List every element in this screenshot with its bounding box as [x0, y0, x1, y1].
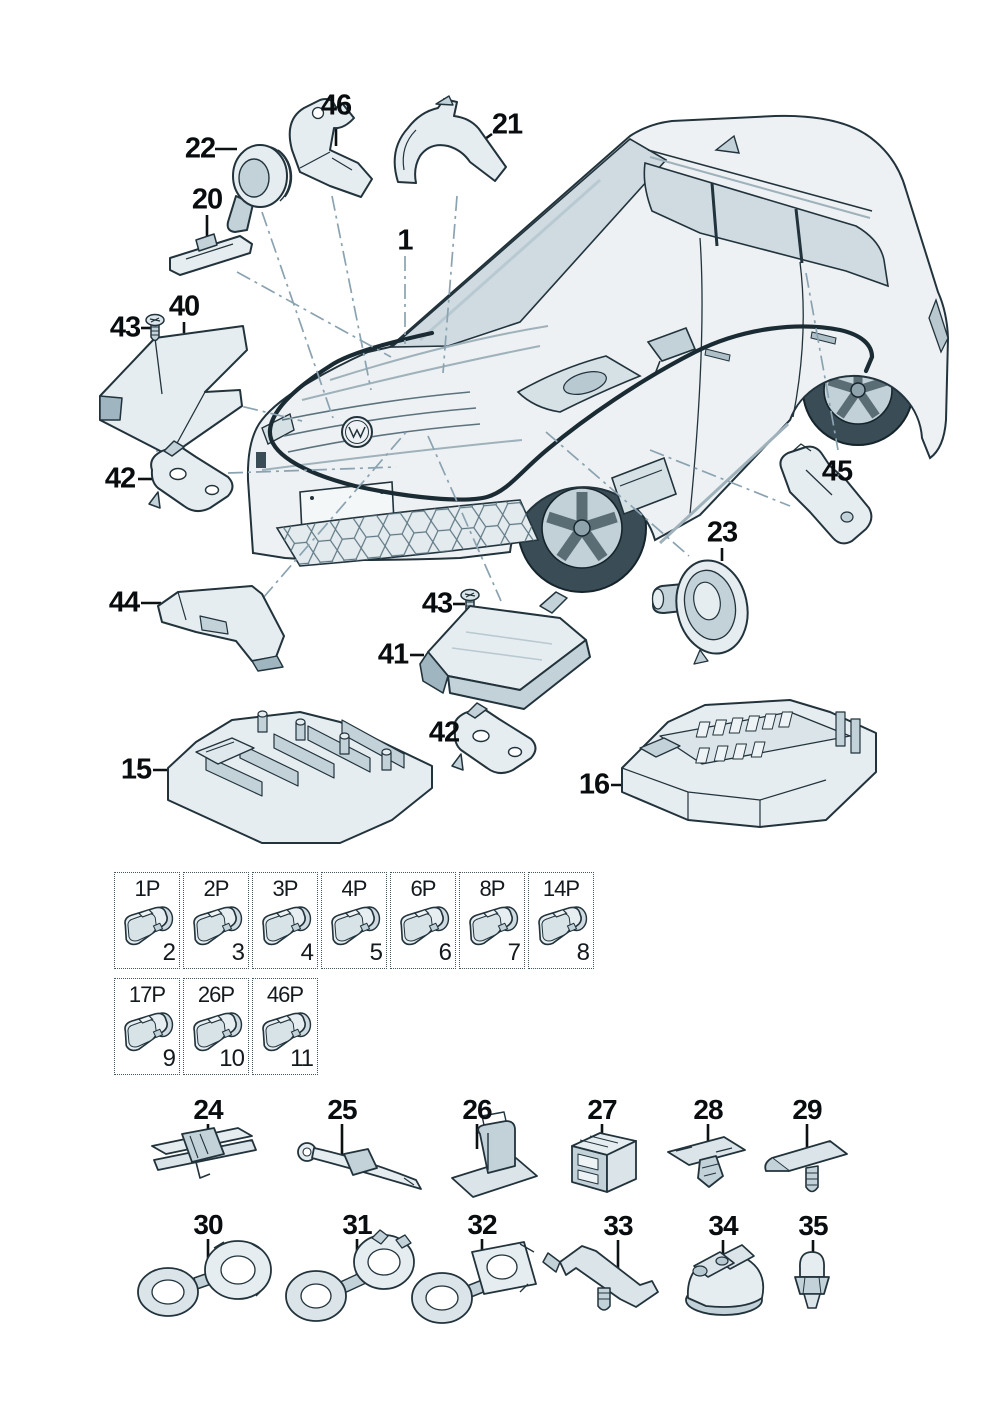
roof-antenna [714, 134, 740, 154]
callout-29[interactable]: 29 [792, 1094, 822, 1125]
part-30-retainer [137, 1240, 272, 1317]
callout-35[interactable]: 35 [798, 1210, 828, 1241]
part-42-bracket [148, 440, 234, 513]
front-wheel [517, 463, 647, 593]
item-number: 6 [438, 939, 452, 966]
part-46-bracket [288, 98, 373, 198]
car-illustration [246, 114, 950, 593]
callout-41[interactable]: 41 [377, 638, 409, 671]
pin-count-label: 17P [128, 982, 166, 1007]
part-32-retainer [411, 1241, 537, 1324]
connector-cell-4p[interactable]: 4P 5 [321, 872, 387, 969]
callout-31[interactable]: 31 [342, 1209, 372, 1240]
item-number: 7 [507, 939, 521, 966]
pin-count-label: 4P [341, 876, 368, 901]
callout-33[interactable]: 33 [603, 1210, 633, 1241]
connector-cell-1p[interactable]: 1P 2 [114, 872, 180, 969]
item-number: 3 [231, 939, 245, 966]
part-23-grommet [651, 559, 749, 665]
pin-count-label: 2P [203, 876, 230, 901]
item-number: 8 [576, 939, 590, 966]
part-21-bracket [393, 95, 507, 184]
part-33-bracket [542, 1245, 659, 1311]
part-22-grommet [226, 144, 293, 233]
part-20-rail [169, 233, 253, 276]
pin-count-label: 14P [542, 876, 580, 901]
connector-cell-3p[interactable]: 3P 4 [252, 872, 318, 969]
callout-44[interactable]: 44 [108, 586, 140, 619]
item-number: 9 [162, 1045, 176, 1072]
callout-26[interactable]: 26 [462, 1094, 492, 1125]
part-27-connector [571, 1132, 637, 1193]
callout-32[interactable]: 32 [467, 1209, 497, 1240]
pin-count-label: 1P [134, 876, 161, 901]
item-number: 2 [162, 939, 176, 966]
callout-43[interactable]: 43 [109, 311, 141, 344]
callout-27[interactable]: 27 [587, 1094, 617, 1125]
connector-cell-26p[interactable]: 26P 10 [183, 978, 249, 1075]
part-41-bracket [419, 591, 591, 710]
callout-1[interactable]: 1 [397, 224, 413, 257]
connector-cell-14p[interactable]: 14P 8 [528, 872, 594, 969]
part-31-retainer [285, 1229, 415, 1322]
callout-16[interactable]: 16 [578, 768, 610, 801]
part-40-bracket [99, 325, 248, 457]
part-42-bracket [451, 702, 537, 775]
leader-lines [156, 195, 839, 716]
part-35-plug [794, 1251, 830, 1309]
callout-28[interactable]: 28 [693, 1094, 723, 1125]
part-16-fuse-box [621, 699, 877, 828]
callout-34[interactable]: 34 [708, 1210, 738, 1241]
part-45-bracket [779, 443, 873, 545]
pin-count-label: 8P [479, 876, 506, 901]
pin-count-label: 6P [410, 876, 437, 901]
callout-42b[interactable]: 42 [428, 716, 460, 749]
callout-20[interactable]: 20 [191, 183, 223, 216]
connector-grid-row-1: 1P 2 2P 3 3P 4 4P 5 6P 6 8P 7 14P 8 [114, 872, 594, 969]
item-number: 4 [300, 939, 314, 966]
part-29-clip [764, 1140, 848, 1193]
callout-22[interactable]: 22 [184, 132, 216, 165]
wiring-harness-line [267, 324, 875, 502]
callout-42[interactable]: 42 [104, 462, 136, 495]
callout-40[interactable]: 40 [168, 290, 200, 323]
part-44-bracket [157, 585, 285, 672]
connector-cell-17p[interactable]: 17P 9 [114, 978, 180, 1075]
callout-46[interactable]: 46 [320, 89, 352, 122]
pin-count-label: 3P [272, 876, 299, 901]
part-24-clip [151, 1127, 257, 1179]
vw-emblem [341, 416, 373, 448]
callout-24[interactable]: 24 [193, 1094, 223, 1125]
connector-grid-row-2: 17P 9 26P 10 46P 11 [114, 978, 318, 1075]
callout-30[interactable]: 30 [193, 1209, 223, 1240]
connector-cell-46p[interactable]: 46P 11 [252, 978, 318, 1075]
callout-43b[interactable]: 43 [421, 587, 453, 620]
part-26-clip [451, 1111, 538, 1198]
connector-cell-6p[interactable]: 6P 6 [390, 872, 456, 969]
callout-23[interactable]: 23 [706, 516, 738, 549]
pin-count-label: 46P [266, 982, 304, 1007]
callout-25[interactable]: 25 [327, 1094, 357, 1125]
part-25-cable-tie [297, 1142, 422, 1190]
part-28-clip [667, 1136, 746, 1188]
part-34-cap [685, 1244, 765, 1316]
side-mirror [646, 326, 697, 362]
connector-cell-2p[interactable]: 2P 3 [183, 872, 249, 969]
pin-count-label: 26P [197, 982, 235, 1007]
part-15-fuse-carrier [167, 710, 433, 844]
callout-15[interactable]: 15 [120, 753, 152, 786]
callout-45[interactable]: 45 [821, 455, 853, 488]
side-windows [643, 161, 889, 288]
item-number: 10 [219, 1045, 245, 1072]
connector-cell-8p[interactable]: 8P 7 [459, 872, 525, 969]
callout-21[interactable]: 21 [491, 108, 523, 141]
item-number: 11 [290, 1045, 314, 1072]
item-number: 5 [369, 939, 383, 966]
